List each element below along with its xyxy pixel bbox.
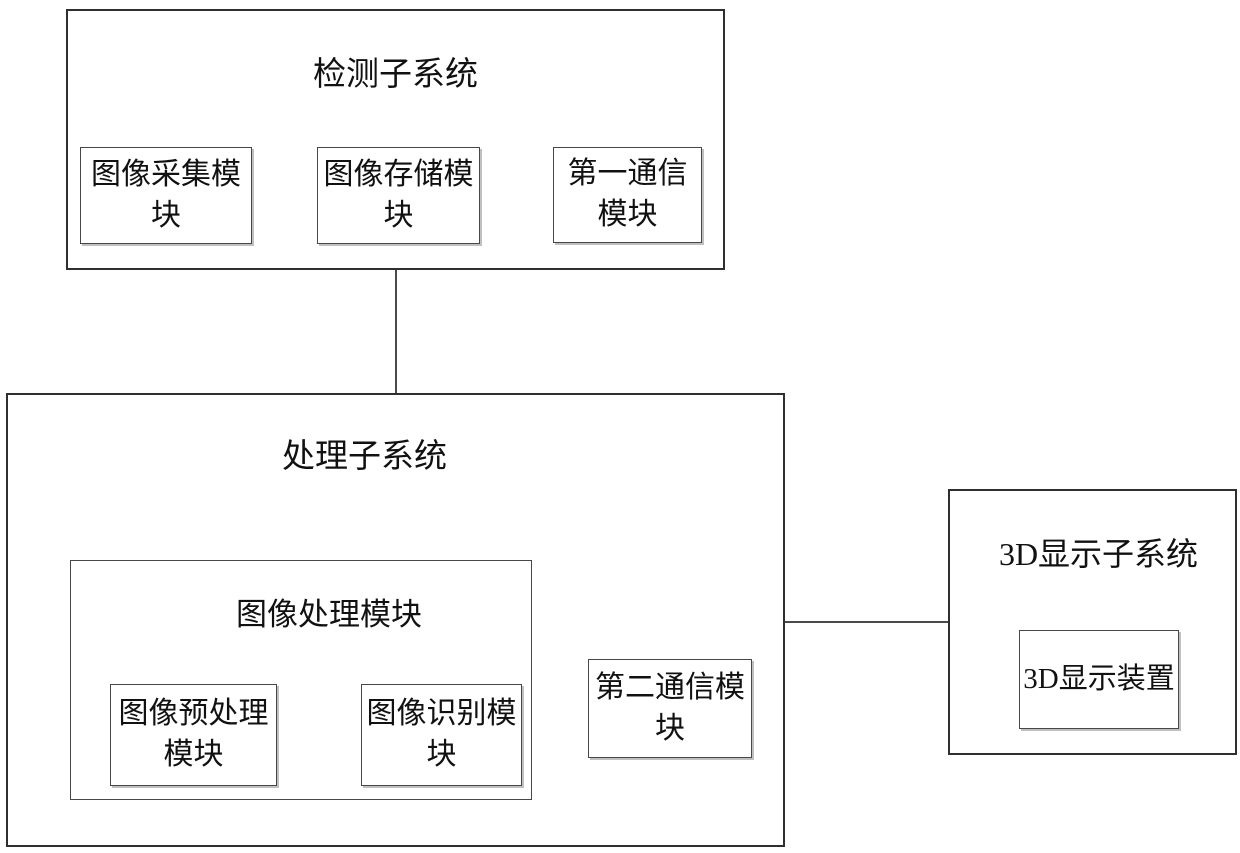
detection-subsystem-box: 检测子系统 图像采集模 块 图像存储模 块 第一通信 模块 <box>66 9 725 270</box>
display-subsystem-3d-title: 3D显示子系统 <box>998 536 1199 572</box>
connector-detection-processing <box>395 270 397 393</box>
image-processing-module-title: 图像处理模块 <box>236 597 422 632</box>
display-device-3d-label: 3D显示装置 <box>1023 662 1175 695</box>
module-label-line: 第二通信模 <box>595 670 745 704</box>
processing-subsystem-title: 处理子系统 <box>282 439 447 475</box>
module-label-line: 模块 <box>163 738 224 771</box>
image-recognition-module-box: 图像识别模 块 <box>361 684 522 786</box>
module-label-line: 图像预处理 <box>118 697 269 731</box>
module-label-line: 图像采集模 <box>91 157 241 191</box>
module-label-line: 块 <box>426 738 457 771</box>
module-label-line: 块 <box>655 711 685 745</box>
image-preprocessing-module-box: 图像预处理 模块 <box>110 684 277 786</box>
module-label-line: 第一通信 <box>567 157 688 191</box>
display-device-3d-box: 3D显示装置 <box>1019 630 1179 729</box>
display-subsystem-3d-box: 3D显示子系统 3D显示装置 <box>948 489 1237 755</box>
image-processing-module-box: 图像处理模块 图像预处理 模块 图像识别模 块 <box>70 560 532 800</box>
module-label-line: 块 <box>383 198 414 232</box>
image-acquisition-module-box: 图像采集模 块 <box>80 147 252 244</box>
detection-subsystem-title: 检测子系统 <box>313 57 478 93</box>
processing-subsystem-box: 处理子系统 图像处理模块 图像预处理 模块 图像识别模 块 第二通信模 块 <box>6 393 785 847</box>
module-label-line: 模块 <box>597 198 658 231</box>
module-label-line: 图像识别模 <box>366 697 517 731</box>
module-label-line: 图像存储模 <box>323 157 474 191</box>
connector-processing-display <box>785 621 948 623</box>
second-communication-module-box: 第二通信模 块 <box>588 659 752 758</box>
image-storage-module-box: 图像存储模 块 <box>317 147 480 244</box>
first-communication-module-box: 第一通信 模块 <box>553 147 702 243</box>
module-label-line: 块 <box>151 198 181 232</box>
